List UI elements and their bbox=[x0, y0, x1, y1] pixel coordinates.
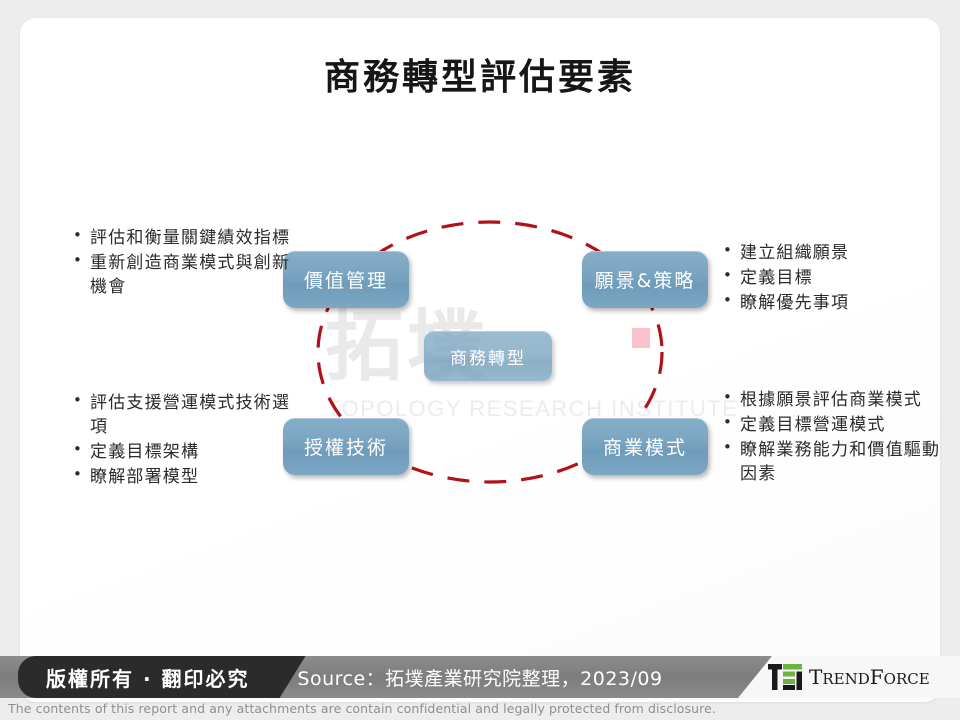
bullets-bottom-right: 根據願景評估商業模式 定義目標營運模式 瞭解業務能力和價值驅動因素 bbox=[720, 387, 940, 488]
list-item: 重新創造商業模式與創新機會 bbox=[73, 250, 295, 299]
list-item: 定義目標 bbox=[723, 265, 940, 290]
disclaimer-text: The contents of this report and any atta… bbox=[8, 701, 716, 716]
footer-source-text: Source：拓墣產業研究院整理，2023/09 bbox=[297, 667, 663, 690]
slide-panel: 商務轉型評估要素 拓墣 TOPOLOGY RESEARCH INSTITUTE … bbox=[20, 18, 940, 702]
list-item: 評估支援營運模式技術選項 bbox=[73, 390, 295, 439]
logo-text-rend: REND bbox=[822, 670, 870, 688]
list-item: 根據願景評估商業模式 bbox=[723, 387, 940, 412]
accent-square bbox=[632, 328, 650, 348]
copyright-tab-label: 版權所有 · 翻印必究 bbox=[46, 666, 250, 691]
copyright-tab: 版權所有 · 翻印必究 bbox=[18, 656, 306, 698]
node-vision-strategy-label: 願景&策略 bbox=[594, 270, 696, 292]
list-item: 定義目標營運模式 bbox=[723, 412, 940, 437]
list-item: 定義目標架構 bbox=[73, 439, 295, 464]
node-value-management-label: 價值管理 bbox=[303, 270, 388, 292]
trendforce-logo-icon bbox=[768, 664, 802, 690]
logo-text-orce: ORCE bbox=[883, 670, 930, 688]
logo-text-t: T bbox=[809, 665, 823, 689]
node-business-model[interactable]: 商業模式 bbox=[582, 418, 708, 475]
logo-text-f: F bbox=[869, 665, 884, 689]
bullets-bottom-left: 評估支援營運模式技術選項 定義目標架構 瞭解部署模型 bbox=[70, 390, 295, 491]
node-licensed-tech[interactable]: 授權技術 bbox=[283, 418, 409, 475]
trendforce-logo-text: TRENDFORCE bbox=[809, 665, 930, 689]
bullets-top-left: 評估和衡量關鍵績效指標 重新創造商業模式與創新機會 bbox=[70, 225, 295, 300]
trendforce-logo: TRENDFORCE bbox=[738, 656, 960, 698]
list-item: 建立組織願景 bbox=[723, 240, 940, 265]
dashed-circle bbox=[310, 214, 670, 490]
dashed-circle-svg bbox=[316, 220, 664, 484]
node-center-business-transformation[interactable]: 商務轉型 bbox=[424, 331, 552, 381]
node-licensed-tech-label: 授權技術 bbox=[303, 437, 388, 459]
node-business-model-label: 商業模式 bbox=[602, 437, 687, 459]
node-vision-strategy[interactable]: 願景&策略 bbox=[582, 251, 708, 308]
list-item: 瞭解部署模型 bbox=[73, 464, 295, 489]
node-center-label: 商務轉型 bbox=[450, 348, 526, 369]
list-item: 瞭解優先事項 bbox=[723, 290, 940, 315]
node-value-management[interactable]: 價值管理 bbox=[283, 251, 409, 308]
list-item: 瞭解業務能力和價值驅動因素 bbox=[723, 437, 940, 486]
page-title: 商務轉型評估要素 bbox=[323, 56, 636, 98]
list-item: 評估和衡量關鍵績效指標 bbox=[73, 225, 295, 250]
bullets-top-right: 建立組織願景 定義目標 瞭解優先事項 bbox=[720, 240, 940, 316]
